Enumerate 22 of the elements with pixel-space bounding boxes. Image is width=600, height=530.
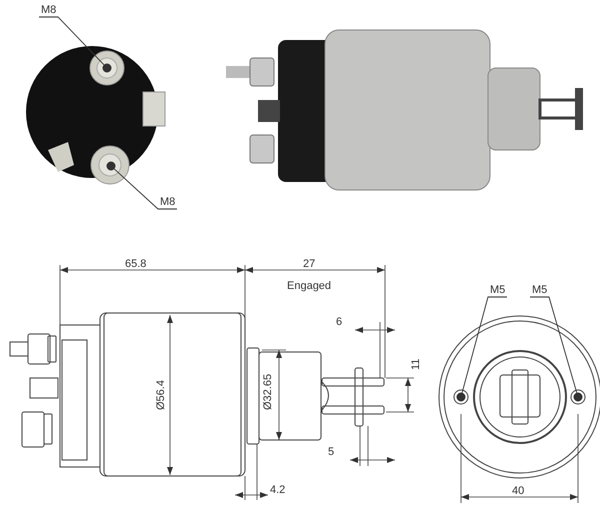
dimension-label: 65.8 [125, 258, 146, 270]
leader-line [114, 168, 178, 210]
dimension-label: Ø56.4 [155, 380, 167, 410]
dimension-label: 4.2 [270, 484, 286, 496]
terminal-point [106, 162, 116, 170]
terminal-point [456, 392, 466, 402]
dimension-label: 27 [303, 258, 316, 270]
thread-label: M8 [160, 196, 176, 208]
dimension-label: 5 [328, 446, 334, 458]
terminal-point [574, 392, 582, 402]
leader-line [38, 16, 105, 66]
thread-label: M8 [41, 4, 56, 16]
dimension-label: 40 [512, 485, 524, 497]
leader-line [462, 296, 508, 394]
dimension-label: 11 [410, 358, 422, 370]
dimension-label: 6 [336, 316, 342, 328]
dimension-label: Ø32.65 [262, 374, 274, 410]
thread-label: M5 [532, 284, 548, 296]
dimension-label: Engaged [287, 280, 332, 292]
thread-label: M5 [490, 284, 506, 296]
terminal-point [102, 64, 112, 72]
leader-line [530, 296, 578, 394]
